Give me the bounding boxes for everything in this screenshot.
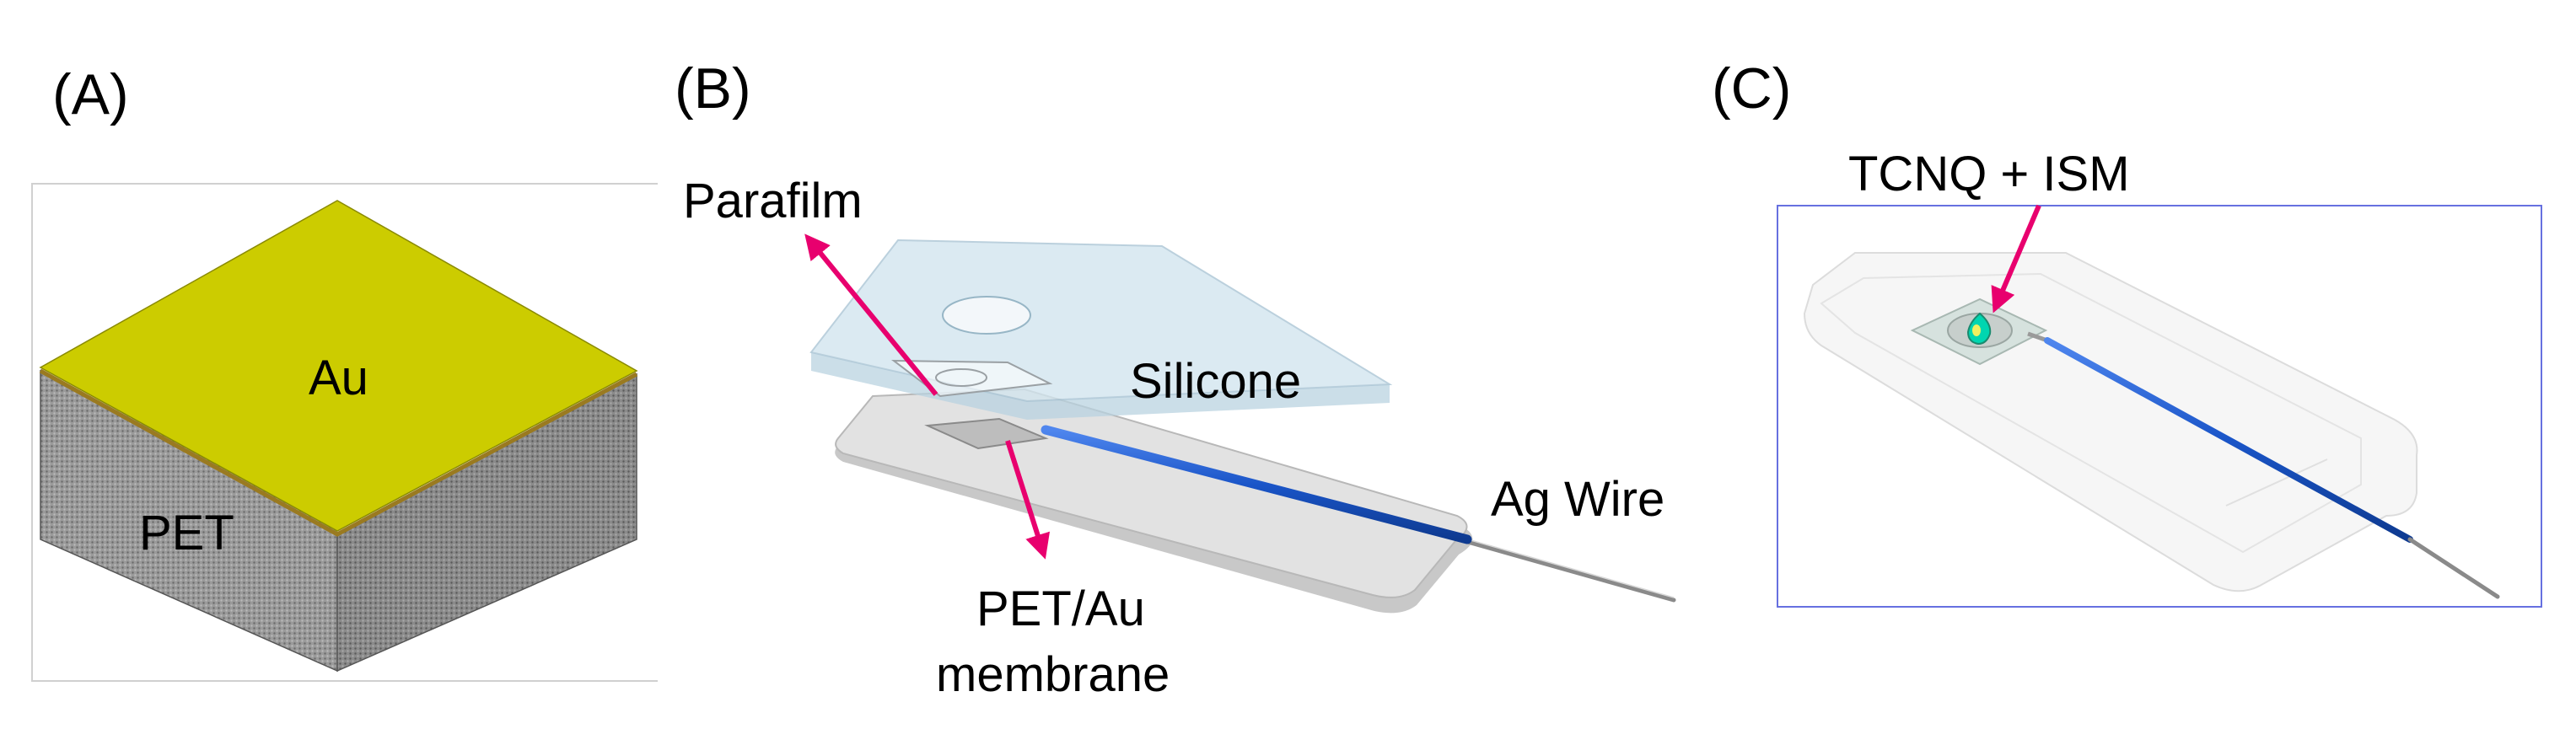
ag-wire-label: Ag Wire [1491,472,1664,527]
silicone-side [811,352,1390,420]
parafilm-arrow [804,233,938,396]
panel-b-label: (B) [675,56,751,121]
device-wire-bare-start [2027,331,2048,343]
device-wire-insulated [2044,337,2413,543]
silicone-layer [809,239,1393,420]
pet-au-label-line2: membrane [936,647,1170,702]
parafilm-hole [935,368,987,387]
ag-wire-bare [1456,537,1676,603]
parafilm-label: Parafilm [683,174,863,228]
au-top-face [39,200,638,532]
pet-au-label-line1: PET/Au [976,582,1145,636]
panel-a-label: (A) [52,62,129,126]
au-edge [39,368,638,537]
tcnq-arrow [1991,204,2041,314]
panel-c-label: (C) [1712,56,1791,121]
droplet-highlight [1972,324,1981,336]
device-slide-divider [2225,458,2328,507]
pet-au-arrow [1005,440,1051,560]
tcnq-ism-label: TCNQ + ISM [1848,147,2130,201]
ag-wire-bare-highlight [1458,536,1675,598]
panel-a-frame [31,183,658,682]
au-label: Au [309,351,368,405]
panel-a: (A) Au PET [31,62,658,682]
silicone-hole [942,296,1031,335]
ag-wire-insulated [1041,425,1472,544]
panel-b: (B) Parafilm Silicone Ag Wire PET/Au mem… [675,56,1676,702]
silicone-label: Silicone [1130,354,1301,409]
device-slide-inner [1820,272,2362,554]
panel-c: (C) TCNQ + ISM [1712,56,2542,608]
pet-label: PET [139,506,234,560]
glass-slide [835,388,1468,598]
device-wire-bare-end [2407,537,2500,599]
pet-au-membrane [924,417,1049,450]
